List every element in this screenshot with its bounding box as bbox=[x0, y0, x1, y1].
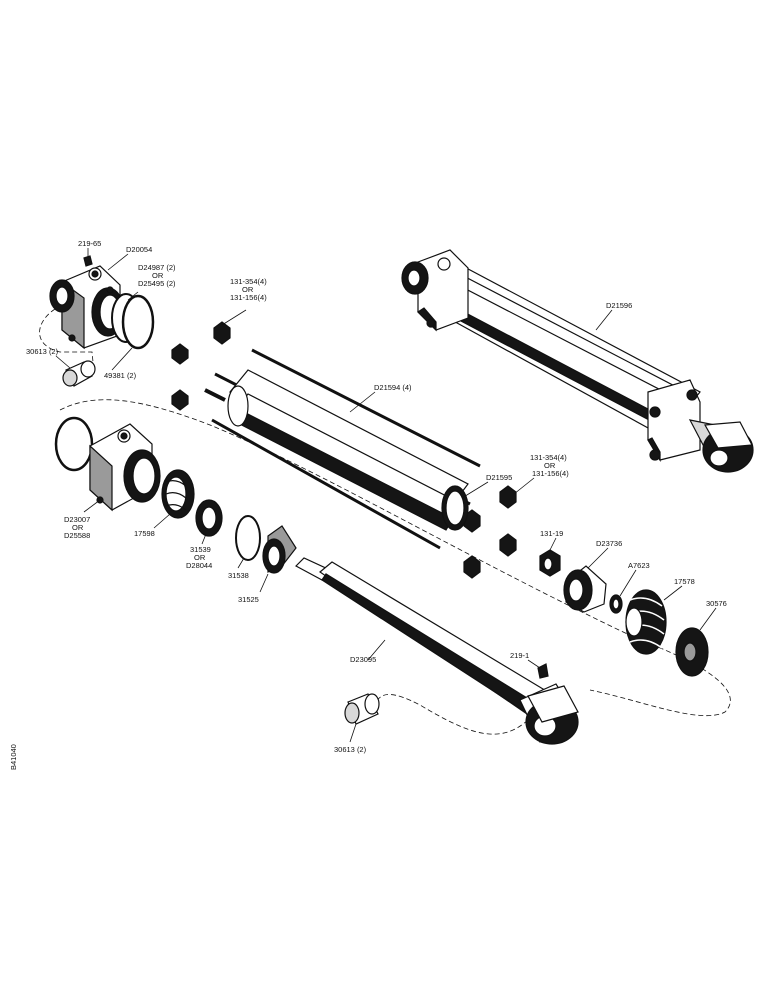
cylinder-barrel bbox=[227, 369, 469, 531]
label-131-354-top: 131-354(4) bbox=[230, 277, 267, 286]
label-219-1: 219-1 bbox=[510, 651, 529, 660]
label-side-code: B41040 bbox=[9, 744, 18, 770]
label-d25495: D25495 (2) bbox=[138, 279, 176, 288]
label-131-19: 131-19 bbox=[540, 529, 563, 538]
piston-rod bbox=[295, 557, 579, 745]
label-131-156-top: 131-156(4) bbox=[230, 293, 267, 302]
backup-ring-49381 bbox=[121, 294, 155, 350]
label-d28044: D28044 bbox=[186, 561, 212, 570]
wiper-31539 bbox=[195, 499, 223, 537]
o-ring-rod-end bbox=[54, 416, 94, 472]
dashed-group-line-main bbox=[59, 399, 731, 716]
label-30576: 30576 bbox=[706, 599, 727, 608]
label-d25588: D25588 bbox=[64, 531, 90, 540]
label-131-156-bottom: 131-156(4) bbox=[532, 469, 569, 478]
piston-d23736 bbox=[563, 565, 607, 613]
snap-ring-31538 bbox=[235, 515, 261, 561]
part-labels: 219-65 D20054 D24987 (2) OR D25495 (2) 3… bbox=[9, 239, 727, 770]
packing-17598 bbox=[161, 469, 195, 519]
tie-rod-nuts-top bbox=[171, 321, 231, 411]
label-49381: 49381 (2) bbox=[104, 371, 137, 380]
label-17598: 17598 bbox=[134, 529, 155, 538]
label-31539: 31539 bbox=[190, 545, 211, 554]
piston-packing-17578 bbox=[625, 589, 667, 655]
label-d23007-or: OR bbox=[72, 523, 84, 532]
label-d20054: D20054 bbox=[126, 245, 152, 254]
label-31525: 31525 bbox=[238, 595, 259, 604]
label-30613-top: 30613 (2) bbox=[26, 347, 59, 356]
bushing-31525 bbox=[262, 525, 297, 574]
dashed-group-line-top bbox=[39, 304, 95, 373]
tie-rod-nuts-bottom bbox=[463, 485, 517, 579]
label-d21595: D21595 bbox=[486, 473, 512, 482]
o-ring-a7623 bbox=[609, 594, 623, 614]
label-d24987: D24987 (2) bbox=[138, 263, 176, 272]
label-d23736: D23736 bbox=[596, 539, 622, 548]
label-17578: 17578 bbox=[674, 577, 695, 586]
rod-end-cap bbox=[89, 423, 161, 512]
label-d24987-or: OR bbox=[152, 271, 164, 280]
locknut-131-19 bbox=[539, 549, 561, 577]
label-a7623: A7623 bbox=[628, 561, 650, 570]
dashed-group-line-rod bbox=[374, 694, 529, 735]
label-31538: 31538 bbox=[228, 571, 249, 580]
label-d23007: D23007 bbox=[64, 515, 90, 524]
label-131-354-top-or: OR bbox=[242, 285, 254, 294]
bushing-30613-top bbox=[62, 360, 96, 387]
label-d21596: D21596 bbox=[606, 301, 632, 310]
bushing-30613-bottom bbox=[344, 693, 380, 725]
label-31539-or: OR bbox=[194, 553, 206, 562]
washer-30576 bbox=[675, 627, 709, 677]
assembled-cylinder bbox=[401, 249, 754, 473]
label-d23095: D23095 bbox=[350, 655, 376, 664]
label-219-65: 219-65 bbox=[78, 239, 101, 248]
grease-fitting-219-1 bbox=[537, 663, 549, 679]
label-d21594: D21594 (4) bbox=[374, 383, 412, 392]
leader-lines bbox=[55, 248, 717, 743]
label-131-354-bottom-or: OR bbox=[544, 461, 556, 470]
label-30613-bottom: 30613 (2) bbox=[334, 745, 367, 754]
label-131-354-bottom: 131-354(4) bbox=[530, 453, 567, 462]
